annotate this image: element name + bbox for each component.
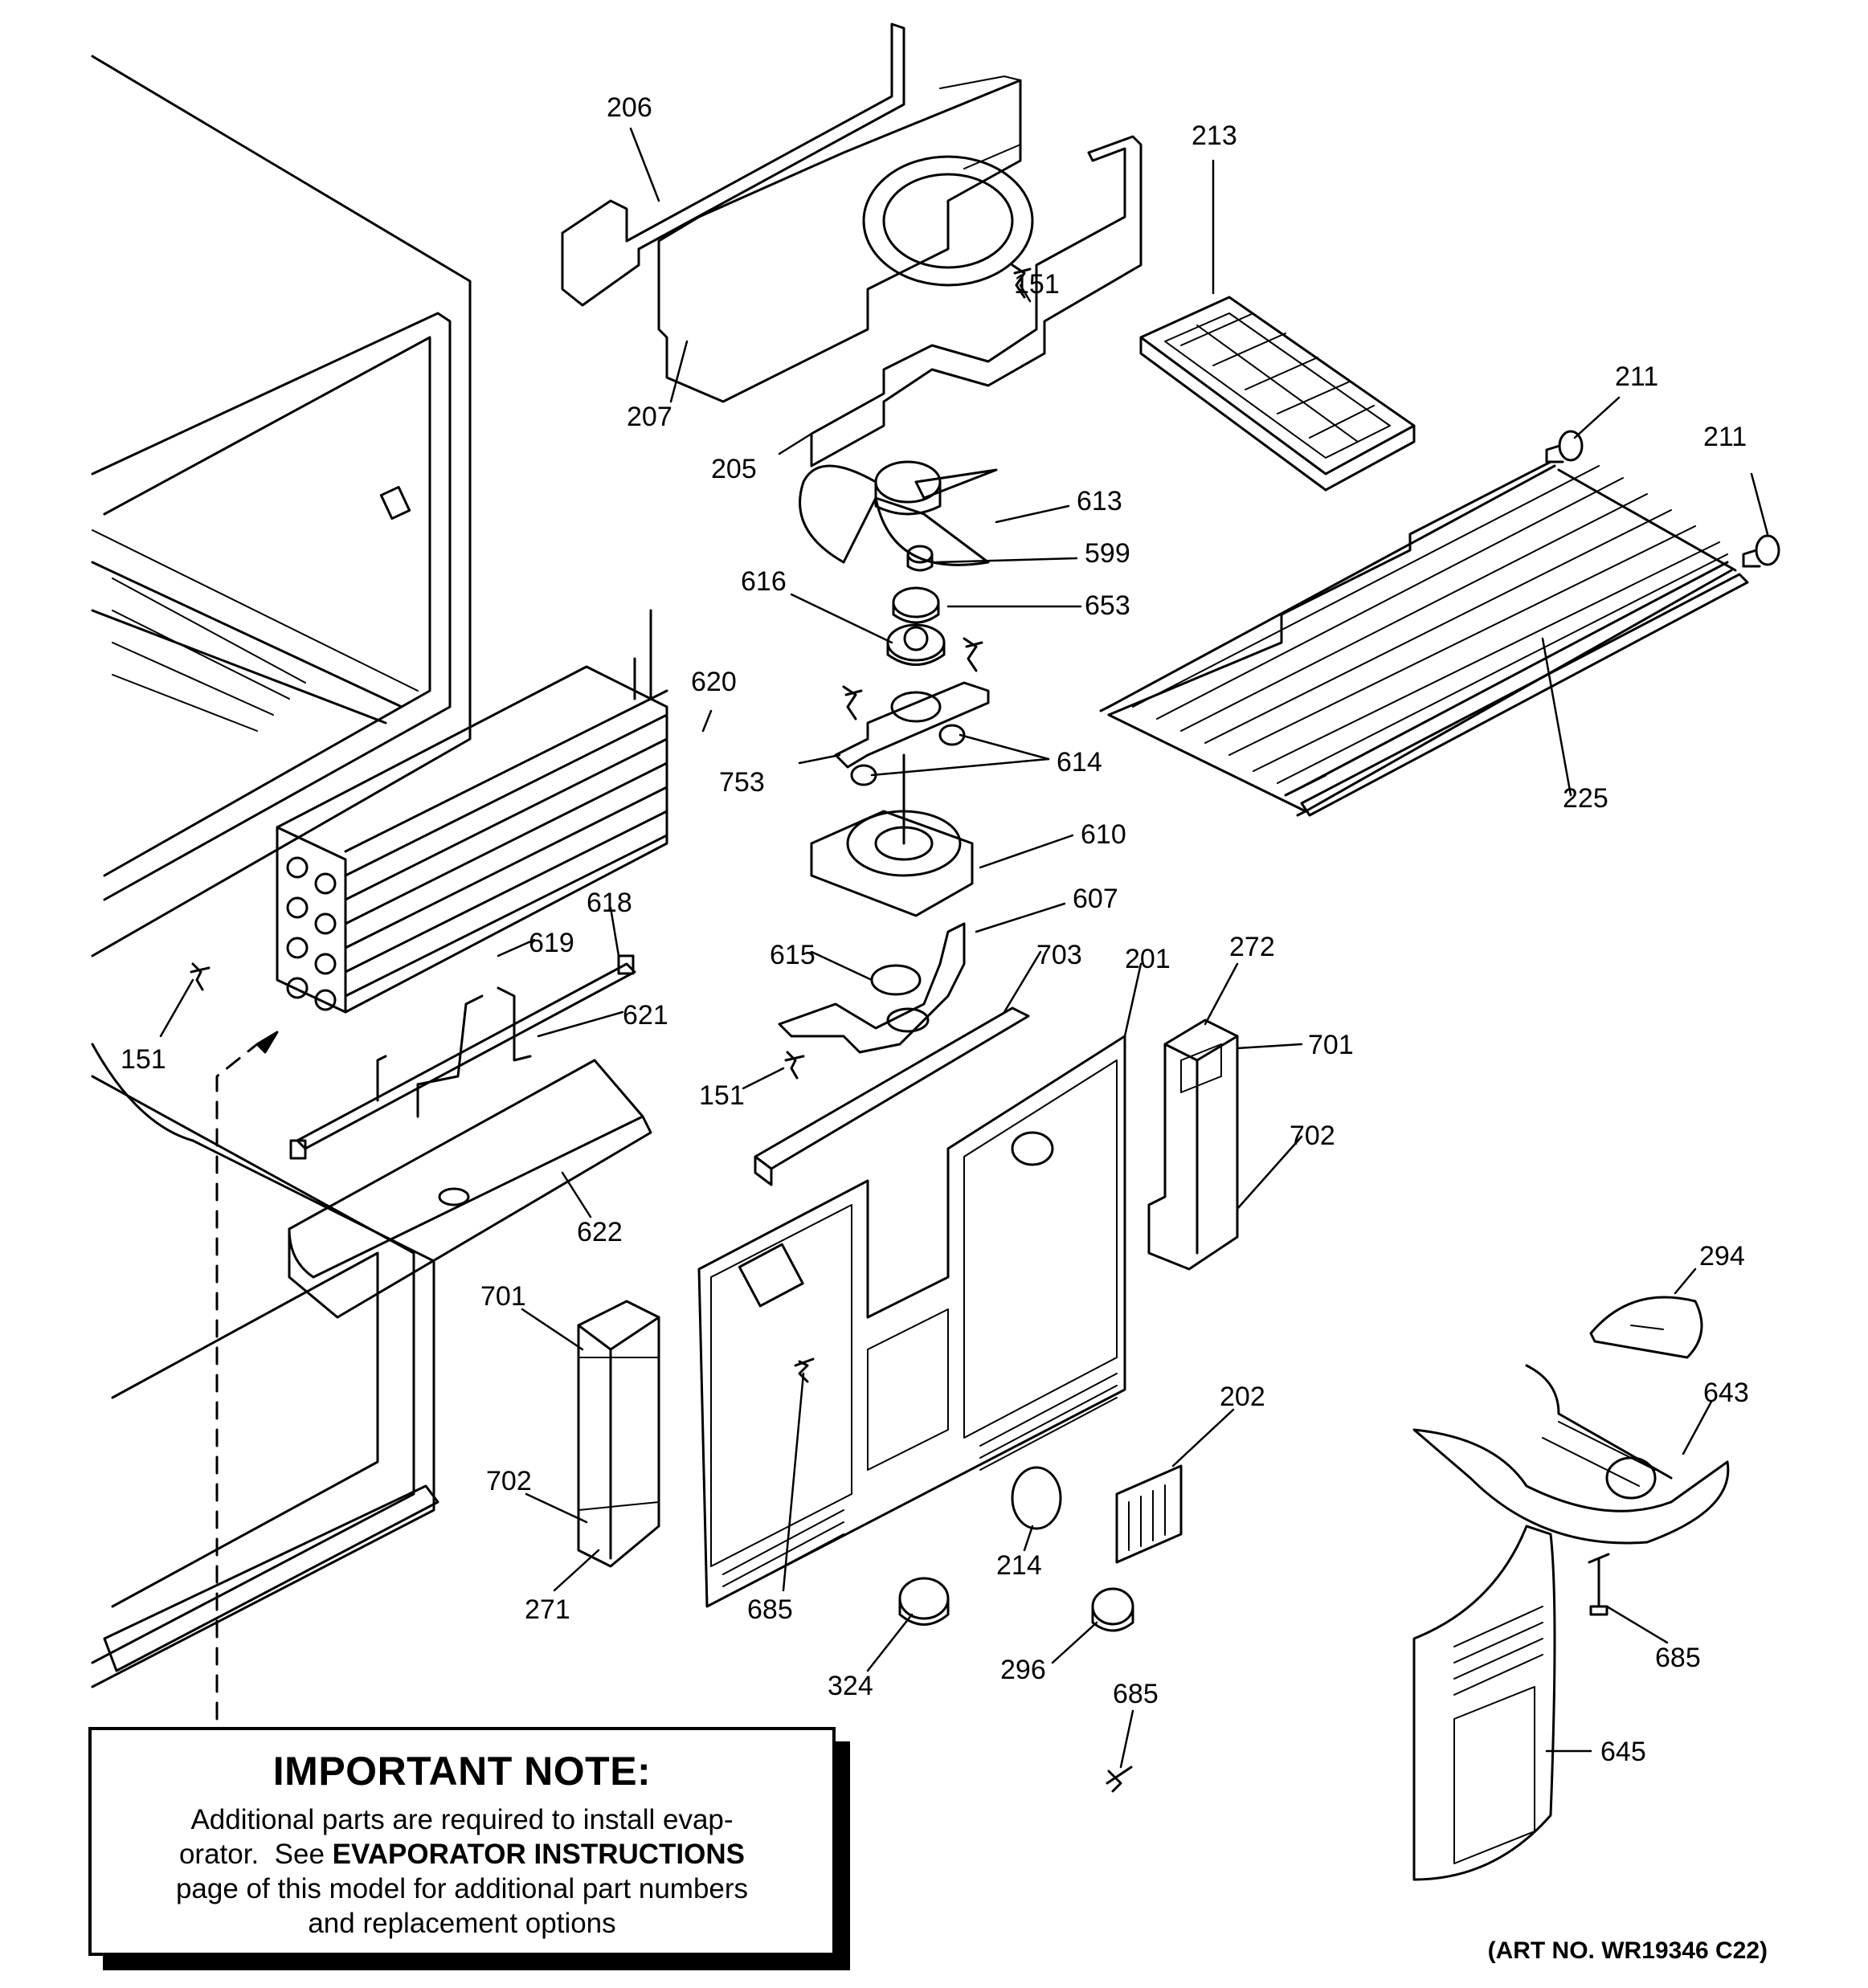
label-701: 701 bbox=[1308, 1030, 1354, 1060]
label-702: 702 bbox=[486, 1466, 532, 1496]
label-207: 207 bbox=[627, 402, 672, 432]
evaporator-cover bbox=[697, 1035, 1126, 1608]
label-211: 211 bbox=[1615, 361, 1658, 392]
wire-shelf bbox=[1099, 460, 1749, 817]
label-613: 613 bbox=[1077, 486, 1122, 516]
label-151: 151 bbox=[1014, 269, 1060, 300]
label-206: 206 bbox=[607, 92, 652, 123]
fan-blade bbox=[799, 460, 998, 566]
note-line-1: Additional parts are required to install… bbox=[190, 1804, 734, 1835]
label-271: 271 bbox=[525, 1594, 570, 1625]
note-line-3: page of this model for additional part n… bbox=[175, 1873, 749, 1904]
fan-motor bbox=[810, 753, 974, 917]
label-213: 213 bbox=[1192, 120, 1237, 151]
label-214: 214 bbox=[996, 1550, 1042, 1581]
label-685: 685 bbox=[1655, 1643, 1701, 1673]
label-616: 616 bbox=[741, 566, 787, 597]
motor-bracket-upper bbox=[834, 681, 990, 769]
label-610: 610 bbox=[1081, 819, 1126, 850]
label-324: 324 bbox=[828, 1671, 873, 1701]
leader-lines bbox=[159, 127, 1769, 1769]
round-cap bbox=[1011, 1466, 1062, 1530]
label-202: 202 bbox=[1220, 1382, 1265, 1412]
fan-bracket-assembly bbox=[561, 22, 1142, 467]
evaporator-coil bbox=[276, 609, 668, 1014]
motor-hub-parts bbox=[886, 545, 946, 666]
label-615: 615 bbox=[770, 940, 815, 970]
label-151: 151 bbox=[699, 1080, 745, 1111]
light-housing bbox=[1412, 1364, 1730, 1545]
label-205: 205 bbox=[711, 454, 757, 484]
note-title: IMPORTANT NOTE: bbox=[272, 1749, 652, 1794]
label-272: 272 bbox=[1229, 932, 1275, 962]
label-151: 151 bbox=[121, 1044, 166, 1075]
knob bbox=[898, 1577, 950, 1626]
label-753: 753 bbox=[719, 767, 765, 798]
defrost-heater bbox=[289, 954, 636, 1160]
shelf-caps bbox=[1545, 430, 1780, 568]
label-294: 294 bbox=[1699, 1241, 1745, 1272]
label-643: 643 bbox=[1703, 1378, 1749, 1408]
seal-strip bbox=[754, 1006, 1030, 1186]
label-621: 621 bbox=[623, 1000, 668, 1031]
label-703: 703 bbox=[1036, 940, 1082, 970]
dashed-leader bbox=[215, 1031, 279, 1721]
label-614: 614 bbox=[1057, 747, 1102, 778]
label-622: 622 bbox=[577, 1217, 623, 1247]
drain-trough bbox=[288, 1059, 652, 1319]
note-line-2: orator. See EVAPORATOR INSTRUCTIONS bbox=[108, 1837, 816, 1872]
note-body: Additional parts are required to install… bbox=[92, 1802, 832, 1941]
label-618: 618 bbox=[587, 888, 632, 918]
label-607: 607 bbox=[1073, 884, 1118, 914]
label-645: 645 bbox=[1600, 1737, 1646, 1767]
important-note-box: IMPORTANT NOTE: Additional parts are req… bbox=[88, 1727, 836, 1956]
label-201: 201 bbox=[1125, 944, 1171, 974]
label-685: 685 bbox=[747, 1594, 793, 1625]
ice-tray bbox=[1139, 296, 1416, 492]
note-line-4: and replacement options bbox=[308, 1908, 616, 1939]
label-701: 701 bbox=[480, 1281, 526, 1312]
art-number: (ART NO. WR19346 C22) bbox=[1487, 1937, 1768, 1964]
light-shade bbox=[1589, 1296, 1703, 1359]
label-296: 296 bbox=[1000, 1655, 1046, 1685]
screws bbox=[190, 263, 1032, 1080]
label-702: 702 bbox=[1290, 1121, 1335, 1151]
grille-cover bbox=[1115, 1464, 1183, 1564]
label-620: 620 bbox=[691, 667, 737, 697]
note-line-2-prefix: orator. See bbox=[178, 1839, 333, 1870]
label-599: 599 bbox=[1085, 538, 1130, 569]
air-duct-left bbox=[577, 1300, 660, 1568]
label-225: 225 bbox=[1563, 783, 1608, 814]
evaporator-instructions-reference: EVAPORATOR INSTRUCTIONS bbox=[332, 1839, 746, 1870]
label-211: 211 bbox=[1703, 422, 1747, 452]
socket bbox=[1091, 1587, 1134, 1632]
lower-cover bbox=[1412, 1525, 1556, 1881]
part-labels: 206 207 205 151 213 211 211 613 599 616 … bbox=[121, 92, 1749, 1767]
air-duct-right bbox=[1147, 1018, 1239, 1271]
label-619: 619 bbox=[529, 928, 574, 958]
refrigerator-cabinet bbox=[91, 55, 472, 1688]
label-685: 685 bbox=[1113, 1679, 1159, 1709]
label-653: 653 bbox=[1085, 590, 1130, 621]
screws-685 bbox=[794, 1357, 1610, 1793]
